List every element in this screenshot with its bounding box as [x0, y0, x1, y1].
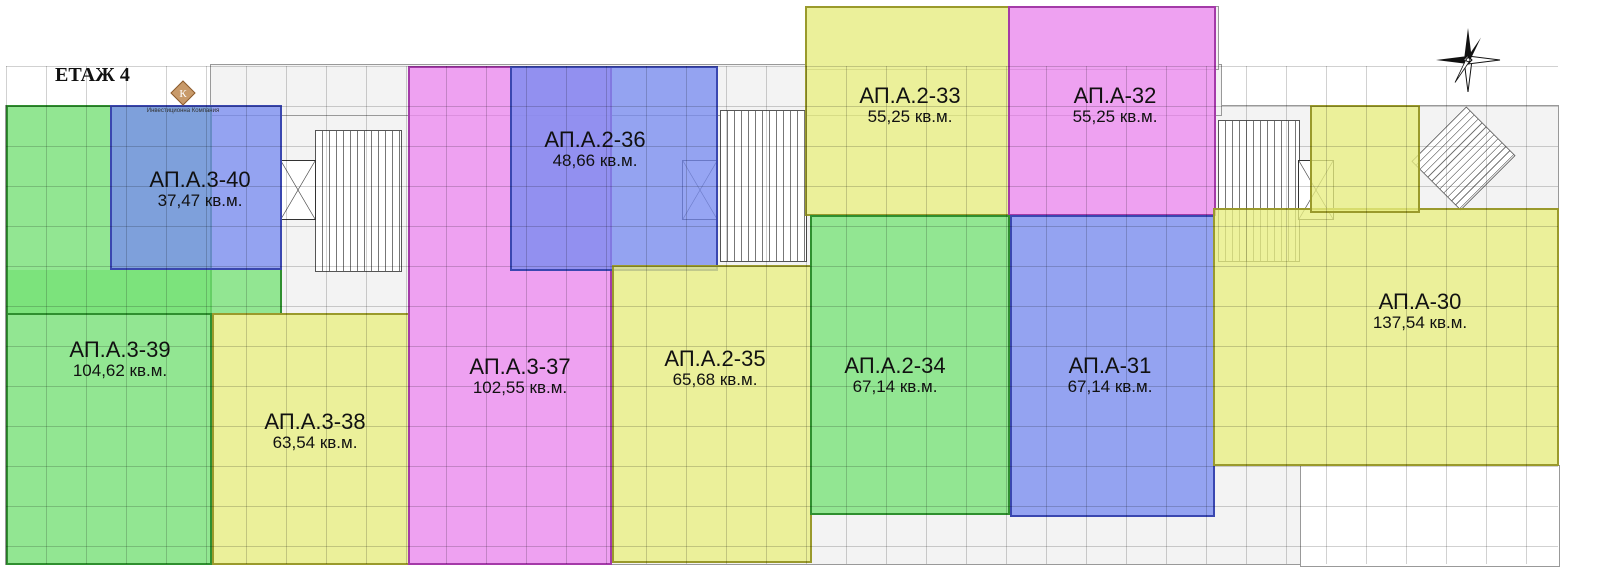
elevator-shaft [280, 160, 316, 220]
apartment-a2-36[interactable] [510, 66, 718, 271]
apartment-a-32[interactable] [1008, 6, 1216, 216]
apartment-a-30[interactable] [1213, 208, 1559, 466]
apartment-a3-40[interactable] [110, 105, 282, 270]
north-arrow-icon [1436, 28, 1501, 93]
apartment-a2-33[interactable] [805, 6, 1010, 216]
apartment-a2-34[interactable] [810, 215, 1010, 515]
terrace-right [1300, 465, 1560, 567]
logo-text: Инвестиционна Компания [146, 108, 220, 114]
apartment-a-30-upper[interactable] [1310, 105, 1420, 213]
company-logo: К Инвестиционна Компания [133, 80, 233, 128]
svg-text:К: К [179, 88, 187, 100]
apartment-a3-38[interactable] [212, 313, 410, 565]
staircase [315, 130, 402, 272]
staircase [720, 110, 807, 262]
apartment-a2-35[interactable] [612, 265, 812, 563]
logo-mark-icon: К [170, 80, 196, 106]
apartment-a-31[interactable] [1010, 215, 1215, 517]
floor-title: ЕТАЖ 4 [55, 64, 130, 86]
apartment-a3-39-ext[interactable] [6, 270, 282, 315]
